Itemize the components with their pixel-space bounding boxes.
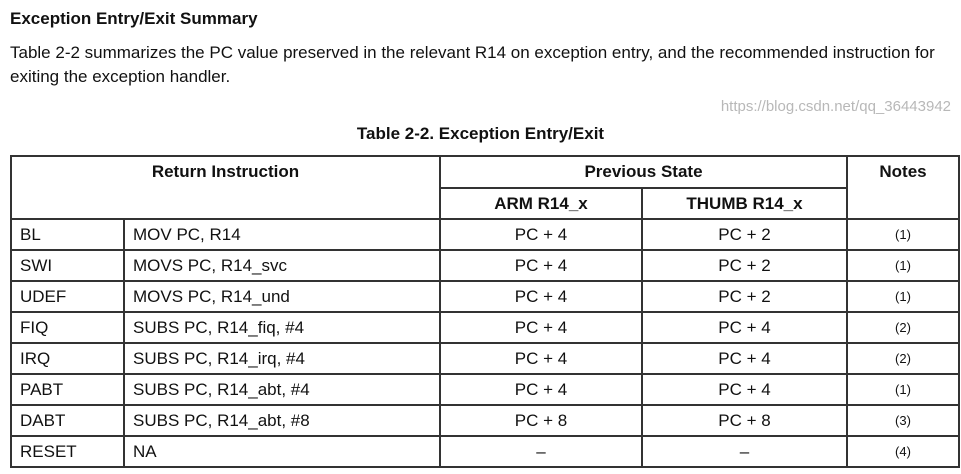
- exception-cell: BL: [10, 218, 125, 251]
- instruction-cell: SUBS PC, R14_fiq, #4: [123, 311, 441, 344]
- header-arm: ARM R14_x: [439, 187, 643, 220]
- arm-r14-cell: PC + 4: [439, 249, 643, 282]
- instruction-cell: MOVS PC, R14_svc: [123, 249, 441, 282]
- arm-r14-cell: –: [439, 435, 643, 468]
- instruction-cell: MOV PC, R14: [123, 218, 441, 251]
- exception-table: Return Instruction Previous State Notes …: [10, 155, 960, 468]
- note-cell: (1): [846, 280, 960, 313]
- section-heading: Exception Entry/Exit Summary: [10, 9, 258, 28]
- header-previous-state: Previous State: [439, 155, 848, 189]
- exception-cell: IRQ: [10, 342, 125, 375]
- arm-r14-cell: PC + 4: [439, 342, 643, 375]
- note-cell: (1): [846, 373, 960, 406]
- intro-paragraph: Table 2-2 summarizes the PC value preser…: [10, 43, 935, 86]
- arm-r14-cell: PC + 4: [439, 280, 643, 313]
- note-cell: (1): [846, 249, 960, 282]
- thumb-r14-cell: PC + 2: [641, 218, 848, 251]
- arm-r14-cell: PC + 4: [439, 218, 643, 251]
- arm-r14-cell: PC + 4: [439, 311, 643, 344]
- instruction-cell: SUBS PC, R14_irq, #4: [123, 342, 441, 375]
- header-notes: Notes: [846, 155, 960, 220]
- exception-cell: UDEF: [10, 280, 125, 313]
- note-cell: (3): [846, 404, 960, 437]
- note-cell: (2): [846, 311, 960, 344]
- exception-cell: FIQ: [10, 311, 125, 344]
- table-caption: Table 2-2. Exception Entry/Exit: [356, 124, 605, 143]
- watermark: https://blog.csdn.net/qq_36443942: [720, 98, 951, 115]
- exception-cell: RESET: [10, 435, 125, 468]
- thumb-r14-cell: PC + 4: [641, 342, 848, 375]
- thumb-r14-cell: PC + 4: [641, 373, 848, 406]
- thumb-r14-cell: PC + 2: [641, 249, 848, 282]
- arm-r14-cell: PC + 8: [439, 404, 643, 437]
- thumb-r14-cell: –: [641, 435, 848, 468]
- note-cell: (2): [846, 342, 960, 375]
- thumb-r14-cell: PC + 8: [641, 404, 848, 437]
- instruction-cell: SUBS PC, R14_abt, #4: [123, 373, 441, 406]
- instruction-cell: MOVS PC, R14_und: [123, 280, 441, 313]
- note-cell: (4): [846, 435, 960, 468]
- note-cell: (1): [846, 218, 960, 251]
- exception-cell: PABT: [10, 373, 125, 406]
- header-return-instruction: Return Instruction: [10, 155, 441, 220]
- exception-cell: SWI: [10, 249, 125, 282]
- header-thumb: THUMB R14_x: [641, 187, 848, 220]
- thumb-r14-cell: PC + 2: [641, 280, 848, 313]
- instruction-cell: NA: [123, 435, 441, 468]
- exception-cell: DABT: [10, 404, 125, 437]
- instruction-cell: SUBS PC, R14_abt, #8: [123, 404, 441, 437]
- arm-r14-cell: PC + 4: [439, 373, 643, 406]
- thumb-r14-cell: PC + 4: [641, 311, 848, 344]
